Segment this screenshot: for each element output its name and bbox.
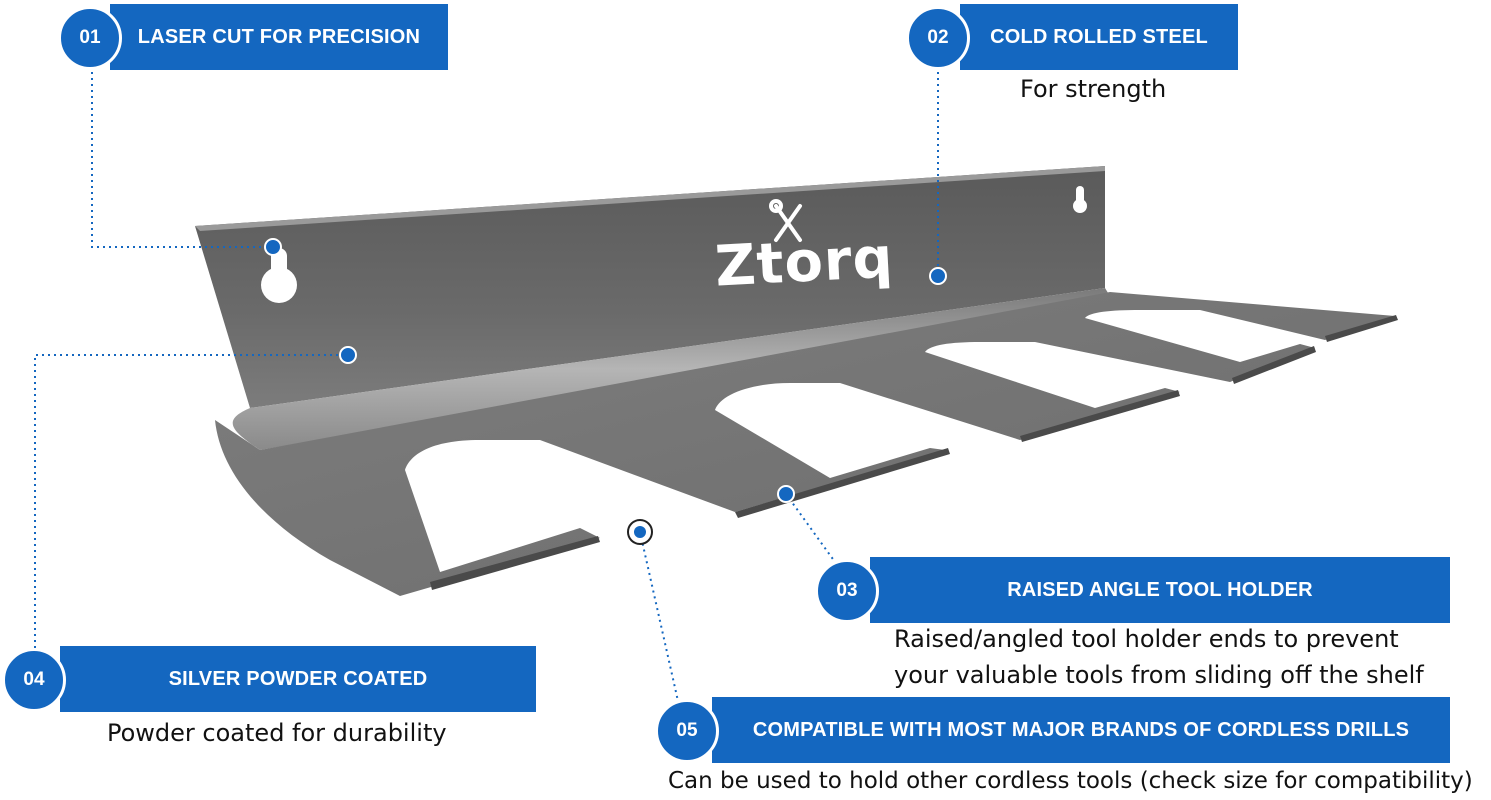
- feature-02-number: 02: [927, 27, 949, 48]
- feature-04-caption: Powder coated for durability: [107, 719, 447, 747]
- feature-01-title: LASER CUT FOR PRECISION: [137, 25, 421, 48]
- shelf-bend: [232, 288, 1120, 450]
- feature-05-banner: COMPATIBLE WITH MOST MAJOR BRANDS OF COR…: [712, 697, 1450, 763]
- feature-05-badge: 05: [655, 699, 719, 763]
- feature-03-title: RAISED ANGLE TOOL HOLDER: [1007, 578, 1313, 601]
- feature-03-caption-line2: your valuable tools from sliding off the…: [894, 661, 1424, 689]
- feature-05-caption: Can be used to hold other cordless tools…: [668, 768, 1473, 794]
- keyhole-slot-right: [1073, 186, 1087, 213]
- feature-03-caption-line1: Raised/angled tool holder ends to preven…: [894, 625, 1399, 653]
- feature-01-banner: LASER CUT FOR PRECISION: [110, 4, 448, 70]
- callout-dot-05: [627, 519, 653, 545]
- feature-05-title: COMPATIBLE WITH MOST MAJOR BRANDS OF COR…: [752, 718, 1410, 741]
- feature-01-number: 01: [79, 27, 101, 48]
- brand-logo: Ztorq: [713, 225, 895, 299]
- callout-dot-03: [777, 485, 795, 503]
- feature-03-banner: RAISED ANGLE TOOL HOLDER: [870, 557, 1450, 623]
- brand-logo-text: Ztorq: [713, 225, 896, 300]
- feature-02-badge: 02: [906, 6, 970, 70]
- crossed-tools-icon: [769, 199, 802, 242]
- callout-dot-02: [929, 267, 947, 285]
- feature-02-caption: For strength: [1020, 75, 1167, 103]
- callout-dot-01: [264, 238, 282, 256]
- feature-04-badge: 04: [2, 648, 66, 712]
- feature-03-number: 03: [836, 580, 858, 601]
- shelf-floor: [215, 292, 1395, 596]
- keyhole-slot-left: [261, 248, 297, 303]
- callout-dot-04: [339, 346, 357, 364]
- shelf-back-plate: [195, 166, 1105, 408]
- leader-lines: [34, 66, 939, 711]
- feature-03-badge: 03: [815, 559, 879, 623]
- feature-04-title: SILVER POWDER COATED: [168, 667, 428, 690]
- feature-05-number: 05: [676, 720, 698, 741]
- feature-01-badge: 01: [58, 6, 122, 70]
- feature-02-title: COLD ROLLED STEEL: [990, 25, 1208, 48]
- feature-04-number: 04: [23, 669, 45, 690]
- feature-04-banner: SILVER POWDER COATED: [60, 646, 536, 712]
- feature-02-banner: COLD ROLLED STEEL: [960, 4, 1238, 70]
